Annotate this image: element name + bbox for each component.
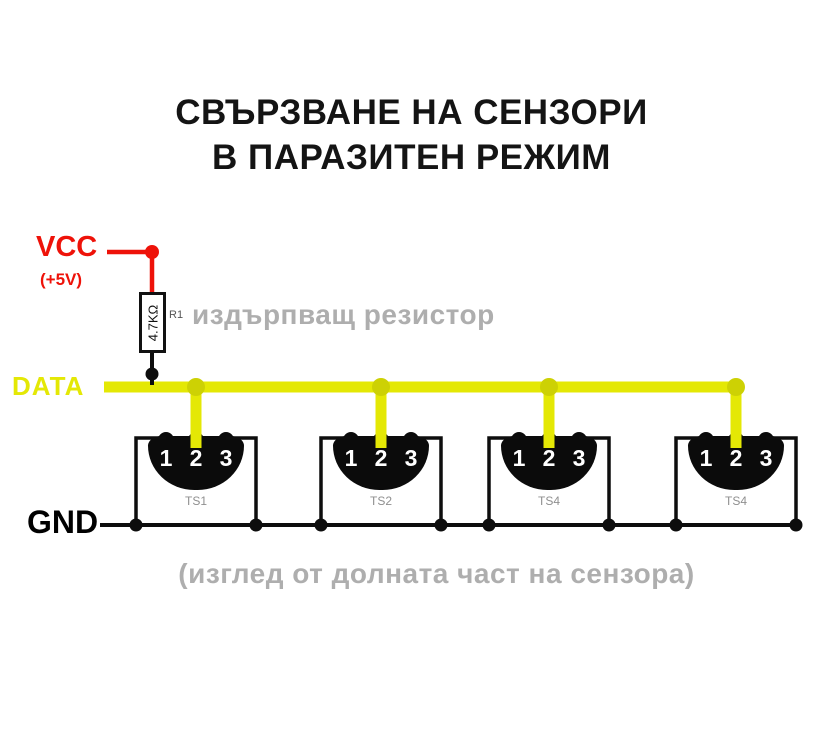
title-line-2: В ПАРАЗИТЕН РЕЖИМ <box>212 138 611 177</box>
sensor-4-label: TS4 <box>724 494 747 508</box>
gnd-junction-dot <box>129 518 143 532</box>
sensor-3-pin-2-number: 2 <box>542 445 556 471</box>
gnd-junction-dot <box>482 518 496 532</box>
data-junction-dot <box>372 378 390 396</box>
gnd-junction-dot <box>314 518 328 532</box>
pullup-resistor-note: издърпващ резистор <box>192 299 495 330</box>
sensor-4-body: 1 2 3 <box>688 436 784 490</box>
gnd-junction-dot <box>434 518 448 532</box>
sensor-2-pin-3-number: 3 <box>404 445 418 471</box>
page-title: СВЪРЗВАНЕ НА СЕНЗОРИ В ПАРАЗИТЕН РЕЖИМ <box>0 90 823 180</box>
vcc-voltage-label: (+5V) <box>40 270 83 289</box>
gnd-junction-dot <box>789 518 803 532</box>
sensor-2: 1 2 3 TS2 <box>333 428 429 538</box>
sensor-3: 1 2 3 TS4 <box>501 428 597 538</box>
sensor-1-body: 1 2 3 <box>148 436 244 490</box>
resistor-junction-dot <box>145 367 159 381</box>
sensor-2-body: 1 2 3 <box>333 436 429 490</box>
gnd-junction-dot <box>249 518 263 532</box>
vcc-label: VCC <box>36 231 98 263</box>
vcc-wire <box>107 245 159 294</box>
title-line-1: СВЪРЗВАНЕ НА СЕНЗОРИ <box>175 93 648 132</box>
sensor-1-pin-1-number: 1 <box>159 445 173 471</box>
sensor-1: 1 2 3 TS1 <box>148 428 244 538</box>
data-junction-dot <box>540 378 558 396</box>
resistor-ref: R1 <box>169 309 184 321</box>
sensor-2-pin-2-number: 2 <box>374 445 388 471</box>
data-junction-dot <box>187 378 205 396</box>
sensor-3-pin-3-number: 3 <box>572 445 586 471</box>
sensor-3-body: 1 2 3 <box>501 436 597 490</box>
pullup-resistor-symbol: 4.7KΩ <box>139 292 166 353</box>
gnd-junction-dot <box>602 518 616 532</box>
sensor-3-pin-1-number: 1 <box>512 445 526 471</box>
sensor-2-label: TS2 <box>369 494 392 508</box>
resistor-value: 4.7KΩ <box>145 304 160 341</box>
sensor-4-pin-2-number: 2 <box>729 445 743 471</box>
sensor-4-pin-1-number: 1 <box>699 445 713 471</box>
data-bus-label: DATA <box>12 371 85 401</box>
sensor-3-label: TS4 <box>537 494 560 508</box>
sensor-1-pin-2-number: 2 <box>189 445 203 471</box>
gnd-junction-dot <box>669 518 683 532</box>
sensor-1-label: TS1 <box>184 494 207 508</box>
sensor-2-pin-1-number: 1 <box>344 445 358 471</box>
data-junction-dot <box>727 378 745 396</box>
sensor-4-pin-3-number: 3 <box>759 445 773 471</box>
bottom-view-note: (изглед от долната част на сензора) <box>178 558 695 589</box>
sensor-4: 1 2 3 TS4 <box>688 428 784 538</box>
vcc-junction-dot <box>145 245 159 259</box>
sensor-1-pin-3-number: 3 <box>219 445 233 471</box>
resistor-to-data-wire <box>145 353 159 385</box>
gnd-bus-label: GND <box>27 504 99 540</box>
